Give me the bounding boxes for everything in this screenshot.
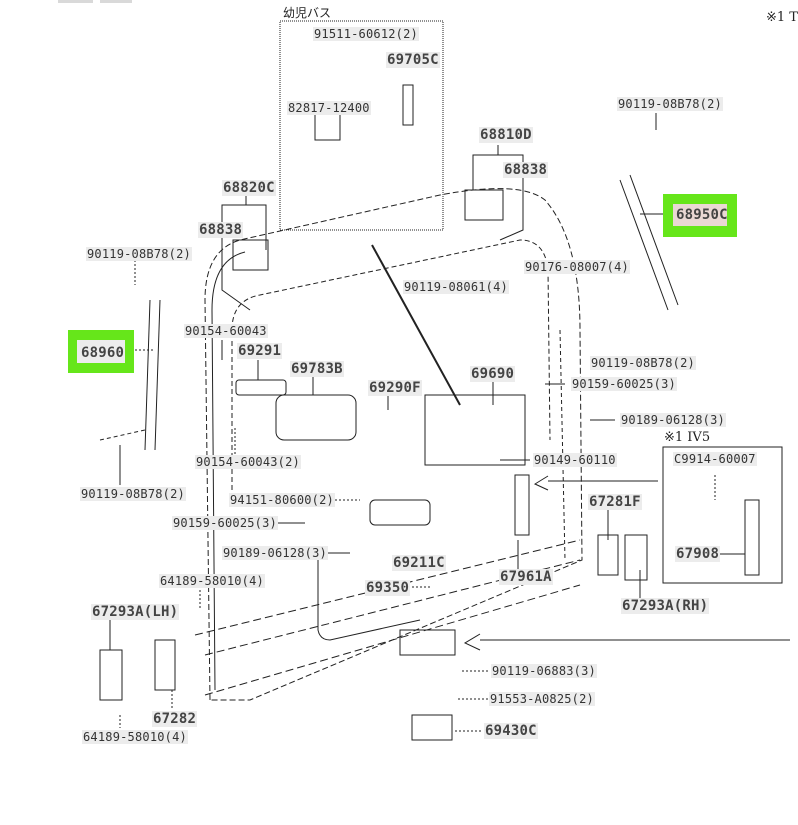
- part-label[interactable]: 68820C: [222, 180, 276, 196]
- part-label[interactable]: 90159-60025(3): [172, 516, 278, 530]
- part-label[interactable]: 67961A: [499, 569, 553, 585]
- highlight-box-68950C: [663, 194, 737, 237]
- lock-69690: [424, 394, 526, 466]
- part-label[interactable]: 90119-08B78(2): [86, 247, 192, 261]
- part-label[interactable]: 90119-08B78(2): [590, 356, 696, 370]
- part-label[interactable]: 67293A(LH): [91, 604, 180, 620]
- part-label[interactable]: 94151-80600(2): [229, 493, 335, 507]
- striker-67293A-RH: [624, 534, 648, 581]
- part-label[interactable]: 82817-12400: [287, 101, 371, 115]
- switch-67908: [744, 499, 760, 576]
- part-label[interactable]: 69211C: [392, 555, 446, 571]
- striker-67281F: [597, 534, 619, 576]
- switch-67961A: [514, 474, 530, 536]
- part-label[interactable]: 69705C: [386, 52, 440, 68]
- part-label[interactable]: 91553-A0825(2): [489, 692, 595, 706]
- part-label[interactable]: 68838: [503, 162, 549, 178]
- switch-69705C: [402, 84, 414, 126]
- door-inner-left: [211, 251, 246, 691]
- part-label[interactable]: 69783B: [290, 361, 344, 377]
- striker-67282: [154, 639, 176, 691]
- part-label[interactable]: 90119-08B78(2): [80, 487, 186, 501]
- part-label[interactable]: 90176-08007(4): [524, 260, 630, 274]
- part-label[interactable]: 69290F: [368, 380, 422, 396]
- part-label-highlighted[interactable]: 68960: [81, 345, 125, 361]
- part-label[interactable]: 90154-60043(2): [195, 455, 301, 469]
- lock-69350: [399, 629, 456, 656]
- strut-left: [144, 299, 161, 451]
- part-label[interactable]: 69690: [470, 366, 516, 382]
- part-label[interactable]: 69350: [365, 580, 411, 596]
- part-label[interactable]: 67293A(RH): [621, 598, 710, 614]
- part-label-highlighted[interactable]: 68950C: [676, 207, 728, 223]
- part-label[interactable]: 67282: [152, 711, 198, 727]
- handle-plate: [275, 394, 357, 441]
- part-label[interactable]: 68838: [198, 222, 244, 238]
- strut-right: [619, 174, 679, 311]
- arrow-to-inset-right: [533, 475, 658, 491]
- striker-67293A-LH: [99, 649, 123, 701]
- part-label[interactable]: 90119-08061(4): [403, 280, 509, 294]
- top-tab: [58, 0, 93, 3]
- top-tab: [100, 0, 132, 3]
- part-label[interactable]: 69430C: [484, 723, 538, 739]
- footnote-marker: ※1 T: [766, 10, 798, 25]
- garnish-69291: [235, 379, 287, 396]
- part-label[interactable]: 64189-58010(4): [159, 574, 265, 588]
- door-outline: [204, 188, 583, 701]
- inset-top-title: 幼児バス: [283, 6, 332, 20]
- part-label[interactable]: 90149-60110: [533, 453, 617, 467]
- part-label[interactable]: C9914-60007: [673, 452, 757, 466]
- part-label[interactable]: 67908: [675, 546, 721, 562]
- part-label[interactable]: 90119-08B78(2): [617, 97, 723, 111]
- hinge-right: [464, 189, 504, 221]
- part-label[interactable]: 90159-60025(3): [571, 377, 677, 391]
- part-label[interactable]: 69291: [237, 343, 283, 359]
- part-label[interactable]: 90189-06128(3): [222, 546, 328, 560]
- handle-69211C: [369, 499, 431, 526]
- part-label[interactable]: 67281F: [588, 494, 642, 510]
- hinge-left: [232, 239, 269, 271]
- part-label[interactable]: 91511-60612(2): [313, 27, 419, 41]
- inset-right-title: ※1 IV5: [664, 430, 711, 445]
- part-label[interactable]: 90154-60043: [184, 324, 268, 338]
- motor-69430C: [411, 714, 453, 741]
- part-label[interactable]: 68810D: [479, 127, 533, 143]
- part-label[interactable]: 64189-58010(4): [82, 730, 188, 744]
- inset-box-right: [662, 446, 783, 584]
- part-label[interactable]: 90119-06883(3): [491, 664, 597, 678]
- arrow-bottom: [463, 633, 790, 651]
- highlight-box-68960: [68, 330, 134, 373]
- part-label[interactable]: 90189-06128(3): [620, 413, 726, 427]
